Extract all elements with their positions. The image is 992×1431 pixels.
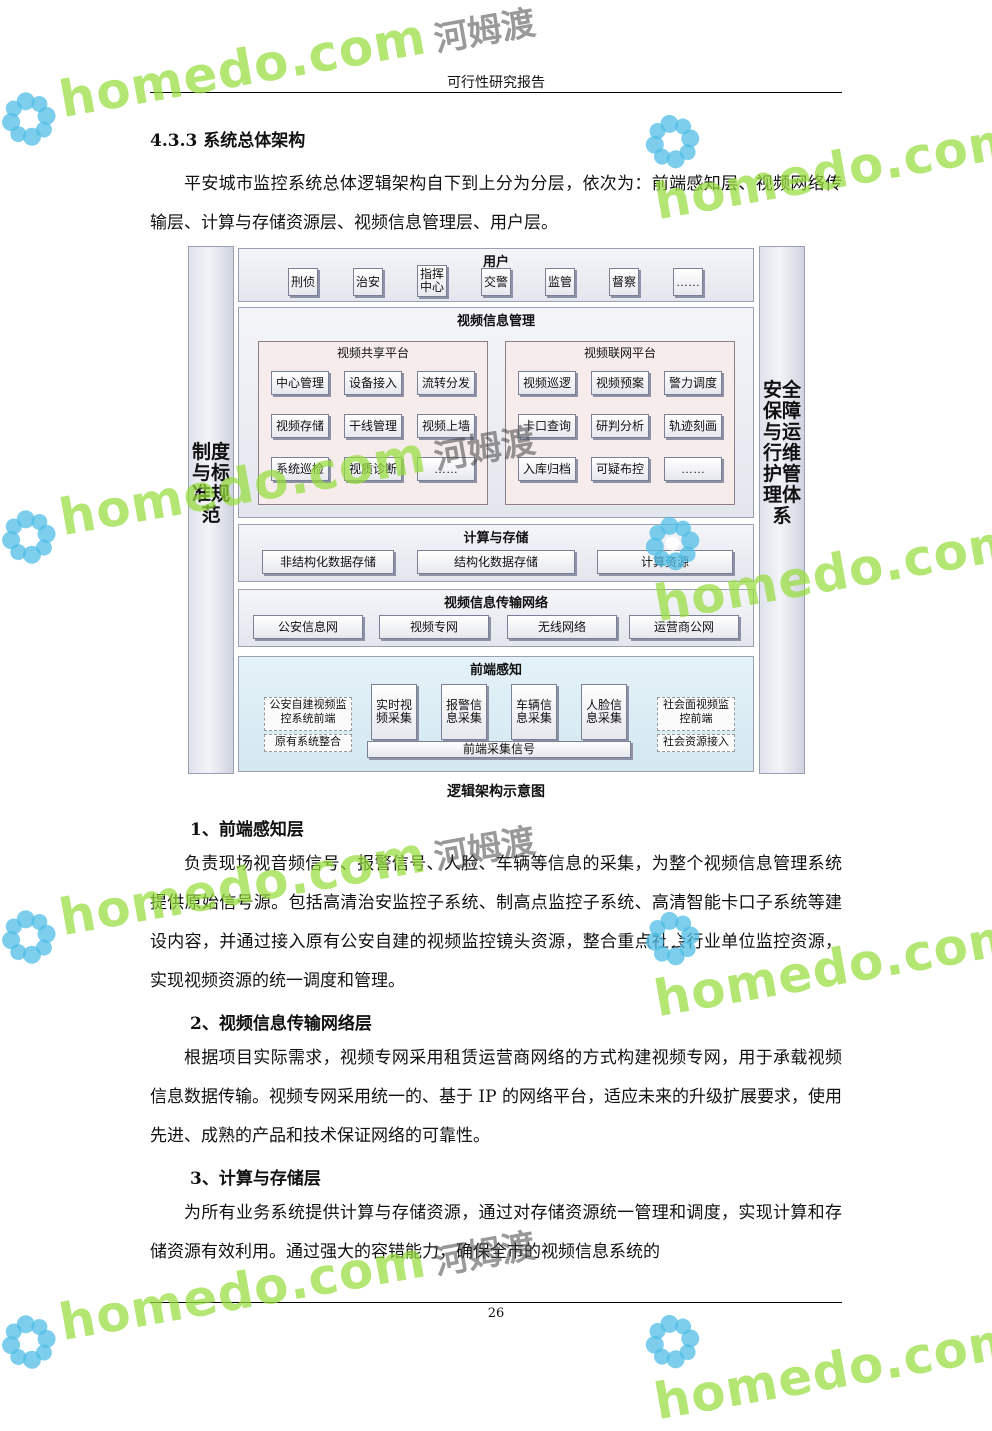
right-side-label: 安全保障与运行维护管理体系 xyxy=(762,379,801,527)
user-item: 督察 xyxy=(609,268,639,296)
network-item: 轨迹刻画 xyxy=(664,414,722,438)
transport-title: 视频信息传输网络 xyxy=(443,595,548,610)
network-item: 研判分析 xyxy=(591,414,649,438)
watermark: homedo.com xyxy=(640,1254,992,1431)
compute-storage-layer: 计算与存储 非结构化数据存储 结构化数据存储 计算资源 xyxy=(238,524,754,582)
subsection-2-paragraph: 根据项目实际需求，视频专网采用租赁运营商网络的方式构建视频专网，用于承载视频信息… xyxy=(150,1039,842,1156)
share-item: 中心管理 xyxy=(271,371,329,395)
left-side-label: 制度与标准规范 xyxy=(191,441,230,526)
intro-paragraph: 平安城市监控系统总体逻辑架构自下到上分为分层，依次为：前端感知层、视频网络传输层… xyxy=(150,165,842,243)
share-item: 视频上墙 xyxy=(417,414,475,438)
subsection-3-title: 3、计算与存储层 xyxy=(190,1169,321,1189)
frontend-item: 报警信息采集 xyxy=(441,684,487,740)
subsection-1-text: 负责现场视音频信号、报警信号、人脸、车辆等信息的采集，为整个视频信息管理系统提供… xyxy=(150,854,842,991)
video-network-platform: 视频联网平台 视频巡逻 视频预案 警力调度 卡口查询 研判分析 轨迹刻画 入库归… xyxy=(505,341,735,505)
frontend-signal-bar: 前端采集信号 xyxy=(367,741,631,758)
video-management-layer: 视频信息管理 视频共享平台 中心管理 设备接入 流转分发 视频存储 干线管理 视… xyxy=(238,307,754,518)
right-side-bar: 安全保障与运行维护管理体系 xyxy=(759,246,805,774)
compute-item: 非结构化数据存储 xyxy=(262,550,394,574)
section-title: 4.3.3 系统总体架构 xyxy=(150,131,306,151)
diagram-caption: 逻辑架构示意图 xyxy=(447,784,545,800)
subsection-3-text: 为所有业务系统提供计算与存储资源，通过对存储资源统一管理和调度，实现计算和存储资… xyxy=(150,1203,842,1262)
share-item: 干线管理 xyxy=(344,414,402,438)
flower-logo-icon xyxy=(0,86,61,151)
subsection-2-text: 根据项目实际需求，视频专网采用租赁运营商网络的方式构建视频专网，用于承载视频信息… xyxy=(150,1048,842,1146)
transport-item: 公安信息网 xyxy=(253,615,363,639)
share-item: 视频存储 xyxy=(271,414,329,438)
police-frontend-box: 公安自建视频监控系统前端 xyxy=(264,697,352,731)
user-item: 刑侦 xyxy=(288,268,318,296)
social-frontend-box: 社会面视频监控前端 xyxy=(657,697,735,731)
share-item: 流转分发 xyxy=(417,371,475,395)
social-resource-box: 社会资源接入 xyxy=(657,734,735,752)
watermark-cn: 河姆渡 xyxy=(431,2,539,61)
frontend-item: 车辆信息采集 xyxy=(511,684,557,740)
transport-item: 视频专网 xyxy=(379,615,489,639)
compute-storage-title: 计算与存储 xyxy=(463,530,529,545)
share-item: 系统巡检 xyxy=(271,457,329,481)
network-item: 入库归档 xyxy=(518,457,576,481)
network-item: …… xyxy=(664,457,722,481)
user-layer: 用户 刑侦 治安 指挥中心 交警 监管 督察 …… xyxy=(238,248,754,302)
legacy-integration-box: 原有系统整合 xyxy=(264,734,352,752)
header-rule xyxy=(150,92,842,93)
user-item: 治安 xyxy=(353,268,383,296)
subsection-1-paragraph: 负责现场视音频信号、报警信号、人脸、车辆等信息的采集，为整个视频信息管理系统提供… xyxy=(150,845,842,1001)
transport-item: 运营商公网 xyxy=(629,615,739,639)
compute-item: 结构化数据存储 xyxy=(417,550,575,574)
compute-item: 计算资源 xyxy=(597,550,733,574)
user-item: 监管 xyxy=(545,268,575,296)
transport-layer: 视频信息传输网络 公安信息网 视频专网 无线网络 运营商公网 xyxy=(238,589,754,647)
user-item: 指挥中心 xyxy=(417,265,447,297)
architecture-diagram: 制度与标准规范 安全保障与运行维护管理体系 用户 刑侦 治安 指挥中心 交警 监… xyxy=(188,246,805,774)
watermark-text: homedo.com xyxy=(649,1309,992,1431)
page-header-title: 可行性研究报告 xyxy=(447,75,545,91)
network-item: 警力调度 xyxy=(664,371,722,395)
share-item: …… xyxy=(417,457,475,481)
user-item: …… xyxy=(673,268,703,296)
network-item: 视频预案 xyxy=(591,371,649,395)
intro-text: 平安城市监控系统总体逻辑架构自下到上分为分层，依次为：前端感知层、视频网络传输层… xyxy=(150,174,842,233)
subsection-2-title: 2、视频信息传输网络层 xyxy=(190,1014,372,1034)
frontend-item: 实时视频采集 xyxy=(371,684,417,740)
left-side-bar: 制度与标准规范 xyxy=(188,246,234,774)
page-number: 26 xyxy=(487,1306,505,1321)
subsection-3-paragraph: 为所有业务系统提供计算与存储资源，通过对存储资源统一管理和调度，实现计算和存储资… xyxy=(150,1194,842,1272)
network-item: 视频巡逻 xyxy=(518,371,576,395)
transport-item: 无线网络 xyxy=(507,615,617,639)
subsection-1-title: 1、前端感知层 xyxy=(190,820,304,840)
video-network-title: 视频联网平台 xyxy=(583,346,656,360)
share-item: 设备接入 xyxy=(344,371,402,395)
network-item: 可疑布控 xyxy=(591,457,649,481)
video-share-title: 视频共享平台 xyxy=(336,346,409,360)
frontend-layer: 前端感知 公安自建视频监控系统前端 原有系统整合 实时视频采集 报警信息采集 车… xyxy=(238,656,754,772)
user-layer-title: 用户 xyxy=(482,254,509,269)
video-share-platform: 视频共享平台 中心管理 设备接入 流转分发 视频存储 干线管理 视频上墙 系统巡… xyxy=(258,341,488,505)
user-item: 交警 xyxy=(481,268,511,296)
frontend-item: 人脸信息采集 xyxy=(581,684,627,740)
footer-rule xyxy=(150,1302,842,1303)
watermark-text: homedo.com xyxy=(55,7,431,129)
flower-logo-icon xyxy=(0,904,61,969)
frontend-title: 前端感知 xyxy=(469,662,522,677)
flower-logo-icon xyxy=(0,504,61,569)
network-item: 卡口查询 xyxy=(518,414,576,438)
video-management-title: 视频信息管理 xyxy=(456,313,535,328)
share-item: 视质诊断 xyxy=(344,457,402,481)
